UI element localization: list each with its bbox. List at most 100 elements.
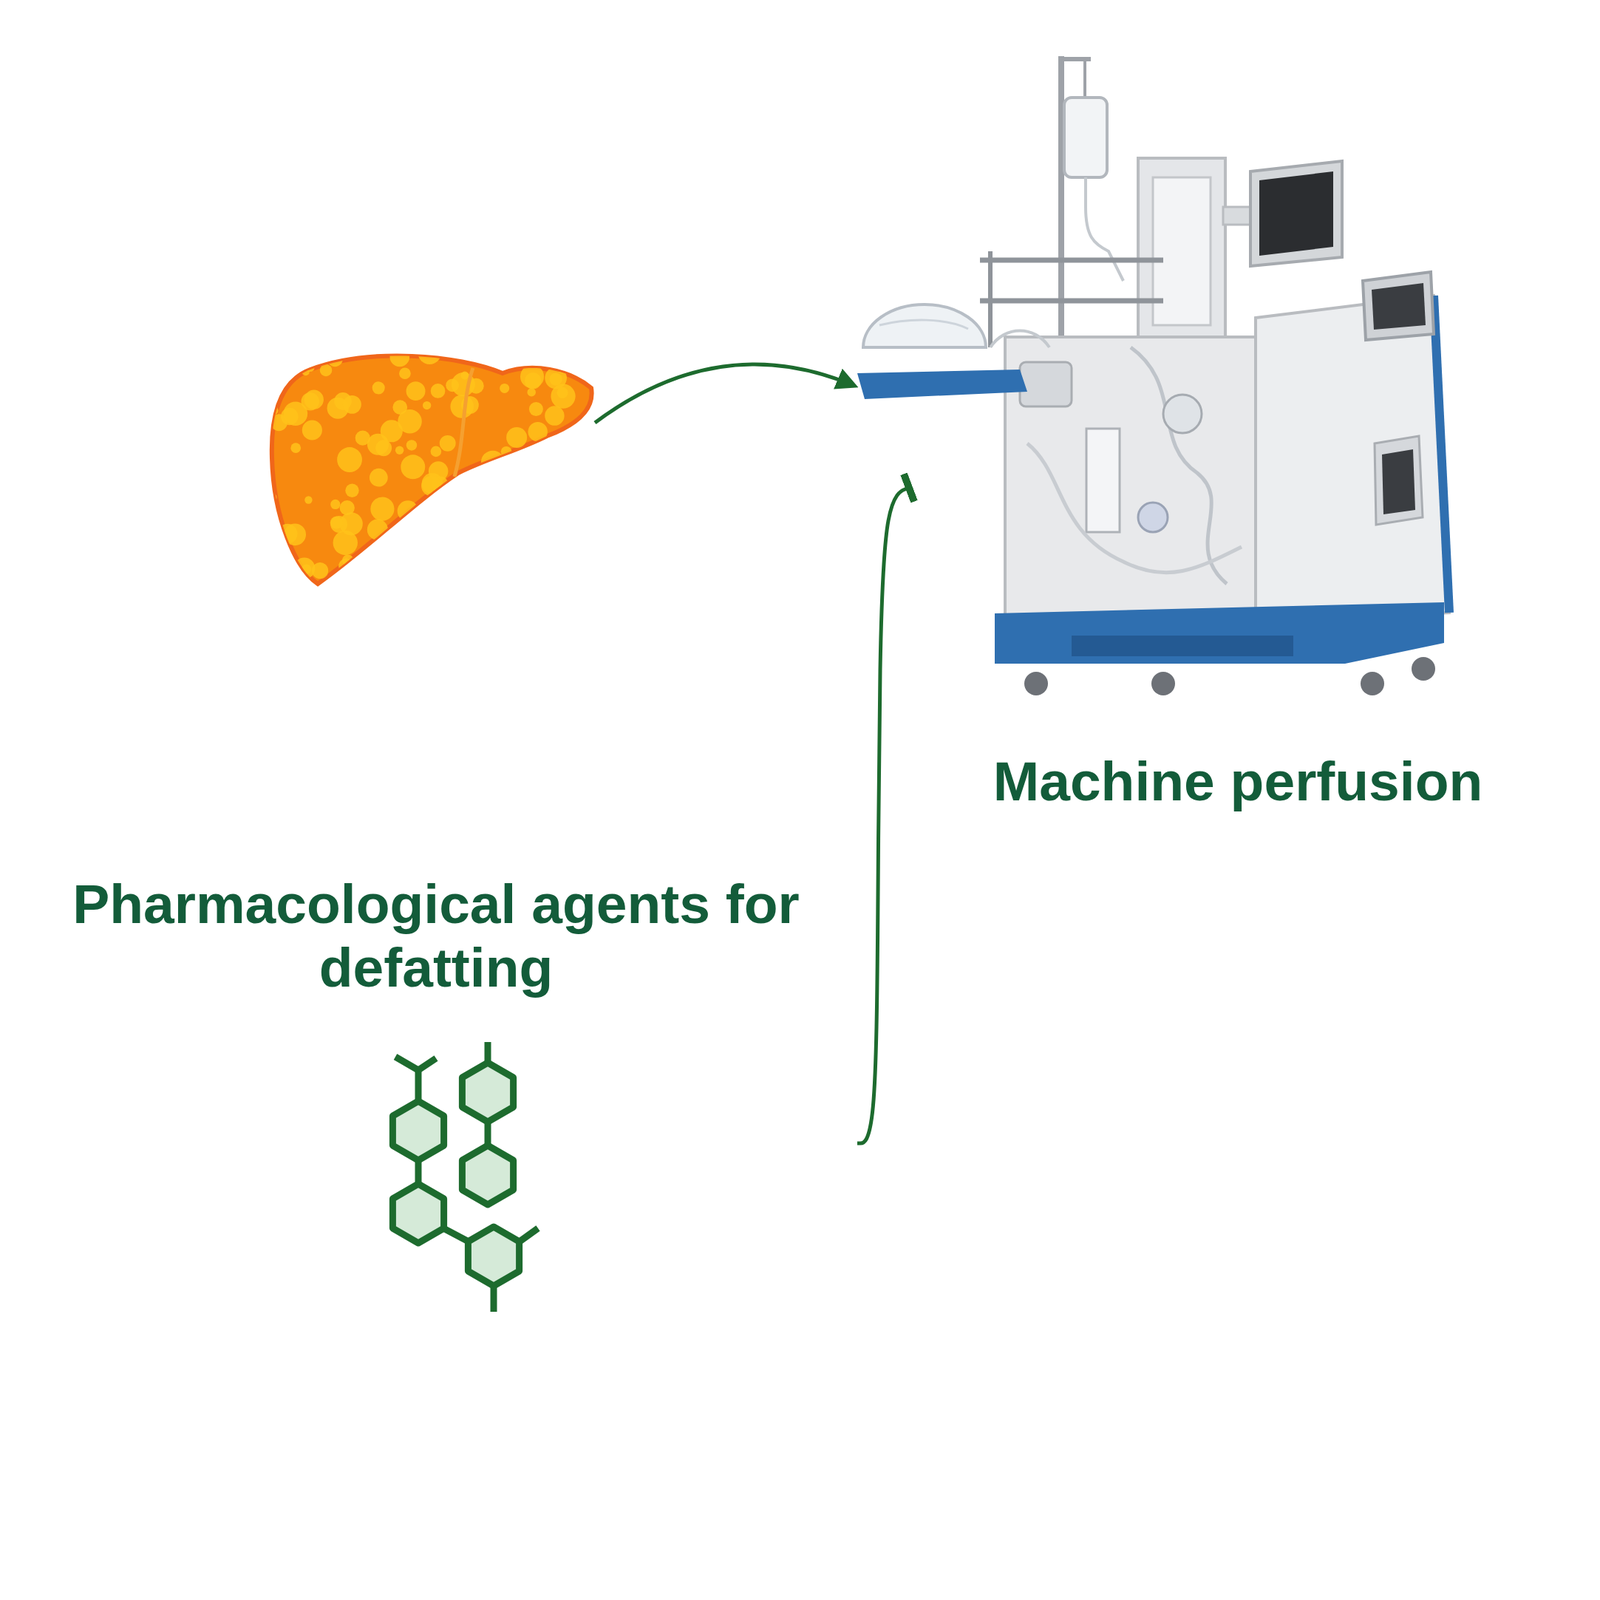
- fat-droplet: [333, 530, 358, 556]
- fat-droplet: [560, 525, 581, 547]
- fat-droplet: [393, 529, 413, 550]
- fat-droplet: [473, 566, 482, 575]
- monitor-screen: [1259, 171, 1334, 256]
- tower: [1138, 158, 1226, 343]
- ring: [392, 1183, 444, 1244]
- node-label: Machine perfusion: [909, 749, 1567, 813]
- fat-droplet: [371, 550, 392, 571]
- fat-droplet: [264, 563, 278, 576]
- fat-droplet: [283, 523, 306, 546]
- fat-droplet: [489, 558, 499, 567]
- fat-droplet: [395, 446, 404, 455]
- fat-droplet: [552, 477, 566, 491]
- fat-droplet: [368, 348, 377, 357]
- fat-droplet: [290, 581, 302, 593]
- liver-outline: [271, 355, 592, 584]
- fat-droplet: [336, 447, 363, 473]
- fat-droplet: [421, 475, 442, 496]
- ring: [461, 1145, 513, 1205]
- fat-droplet: [546, 572, 560, 585]
- tube: [1027, 443, 1242, 573]
- dome-highlight: [879, 320, 969, 329]
- fat-droplet: [461, 569, 473, 581]
- fat-droplet: [522, 499, 541, 518]
- monitor: [1250, 161, 1343, 267]
- fat-droplet: [560, 505, 580, 524]
- fat-droplet: [417, 340, 442, 365]
- fat-droplet: [422, 401, 431, 410]
- fat-droplet: [412, 532, 433, 553]
- fat-droplet: [572, 460, 584, 471]
- fat-droplet: [573, 512, 584, 523]
- machine-label-box: Machine perfusion: [909, 59, 1567, 813]
- wheel: [1024, 671, 1048, 696]
- tube: [1130, 347, 1227, 584]
- fat-droplet: [369, 468, 388, 488]
- fat-droplet: [370, 497, 394, 522]
- fat-droplet: [399, 367, 411, 380]
- drawer: [1374, 436, 1423, 525]
- fat-droplet: [464, 546, 488, 570]
- fat-droplet: [359, 572, 385, 598]
- fat-droplet: [375, 439, 392, 456]
- fat-droplet: [389, 347, 410, 368]
- fat-droplet: [574, 573, 584, 582]
- bond: [418, 1058, 437, 1071]
- fluid-bag: [1086, 428, 1120, 533]
- fat-droplet: [572, 472, 590, 490]
- fat-droplet: [372, 381, 386, 394]
- small-screen-display: [1371, 283, 1426, 330]
- inhibition-connector: [857, 487, 910, 1144]
- bond: [415, 1160, 422, 1184]
- ring: [461, 1062, 513, 1122]
- side-stripe: [1433, 295, 1450, 613]
- oxygenator: [1138, 502, 1168, 533]
- bond: [395, 1056, 419, 1071]
- fat-droplet: [523, 481, 545, 502]
- fat-droplet: [574, 510, 592, 529]
- bond: [443, 1228, 469, 1242]
- fat-droplet: [367, 519, 388, 541]
- fat-droplets: [264, 340, 602, 598]
- fat-droplet: [459, 569, 481, 591]
- fat-droplet: [265, 492, 278, 505]
- fat-droplet: [302, 368, 310, 376]
- bond: [415, 1070, 422, 1102]
- fat-droplet: [400, 454, 425, 479]
- fat-droplet: [387, 558, 397, 569]
- fat-droplet: [400, 541, 425, 567]
- liver-illustration: [264, 340, 602, 598]
- fat-droplet: [437, 504, 456, 523]
- base-panel: [1071, 635, 1294, 657]
- fat-droplet: [481, 450, 505, 475]
- fat-droplet: [546, 550, 570, 574]
- fat-droplet: [557, 387, 569, 399]
- fat-droplet: [501, 446, 513, 458]
- fat-droplet: [573, 525, 589, 541]
- organ-tray: [857, 369, 1028, 400]
- fat-droplet: [330, 499, 340, 510]
- fat-droplet: [565, 347, 575, 357]
- fat-droplet: [406, 381, 426, 401]
- fat-droplet: [472, 475, 490, 492]
- fat-droplet: [549, 372, 562, 386]
- fat-droplet: [397, 500, 420, 522]
- iv-bag: [1064, 97, 1108, 178]
- fat-droplet: [545, 543, 571, 569]
- fat-droplet: [439, 435, 456, 452]
- fat-droplet: [544, 405, 564, 425]
- ring: [392, 1101, 444, 1161]
- fat-droplet: [430, 446, 442, 458]
- tube: [1085, 177, 1124, 281]
- iv-hook: [1083, 59, 1087, 98]
- fat-droplet: [342, 395, 362, 414]
- fat-droplet: [445, 378, 459, 392]
- fat-droplet: [304, 495, 312, 504]
- fat-droplet: [498, 465, 507, 474]
- drawer-window: [1381, 449, 1416, 515]
- bond: [484, 1121, 492, 1146]
- fat-droplet: [283, 402, 309, 427]
- fat-droplet: [327, 351, 343, 367]
- fat-droplet: [476, 491, 497, 512]
